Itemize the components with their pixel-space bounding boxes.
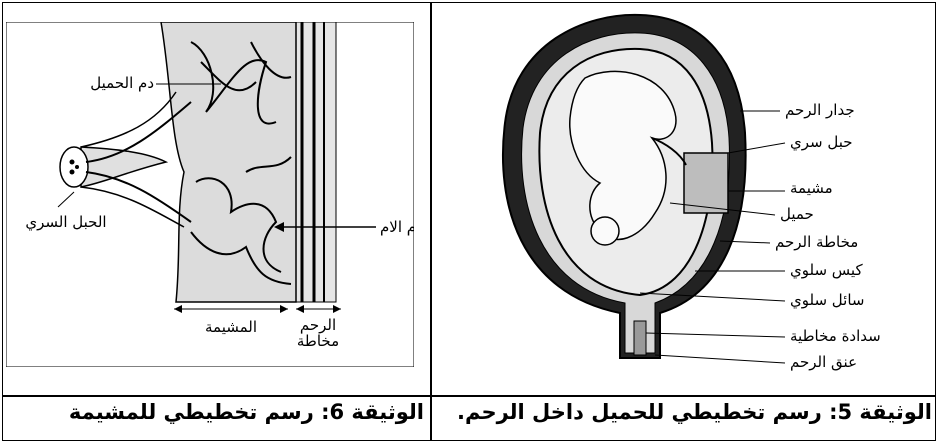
amniotic-fluid-label: سائل سلوي: [790, 291, 864, 310]
fetal-blood-label: دم الحميل: [90, 74, 154, 92]
uterine-mucosa-label: مخاطة الرحم: [775, 233, 858, 251]
caption-divider: [3, 395, 935, 397]
umbilical-cord-label: الحبل السري: [25, 213, 106, 232]
umbilical-cord-label: حبل سري: [790, 133, 853, 152]
uterine-wall-label: جدار الرحم: [785, 101, 855, 119]
uterine-mucosa-label-line2: مخاطة: [297, 332, 339, 350]
placenta-label: مشيمة: [790, 179, 833, 197]
maternal-blood-label: دم الام: [380, 218, 414, 236]
placenta-label: المشيمة: [205, 318, 257, 336]
embryo-uterus-illustration: جدار الرحم حبل سري مشيمة حميل مخاطة الرح…: [440, 3, 930, 389]
embryo-uterus-diagram: جدار الرحم حبل سري مشيمة حميل مخاطة الرح…: [440, 3, 930, 389]
caption-document-5: الوثيقة 5: رسم تخطيطي للحميل داخل الرحم.: [457, 400, 932, 434]
mucus-plug-label: سدادة مخاطية: [790, 327, 881, 345]
cervix-label: عنق الرحم: [790, 353, 857, 371]
column-divider: [430, 3, 432, 440]
placenta-illustration: دم الحميل الحبل السري دم الام المشيمة ال…: [6, 22, 414, 367]
placenta-diagram: دم الحميل الحبل السري دم الام المشيمة ال…: [6, 22, 414, 367]
caption-document-6: الوثيقة 6: رسم تخطيطي للمشيمة: [69, 400, 424, 434]
amniotic-sac-label: كيس سلوي: [790, 261, 863, 280]
embryo-label: حميل: [780, 205, 814, 223]
